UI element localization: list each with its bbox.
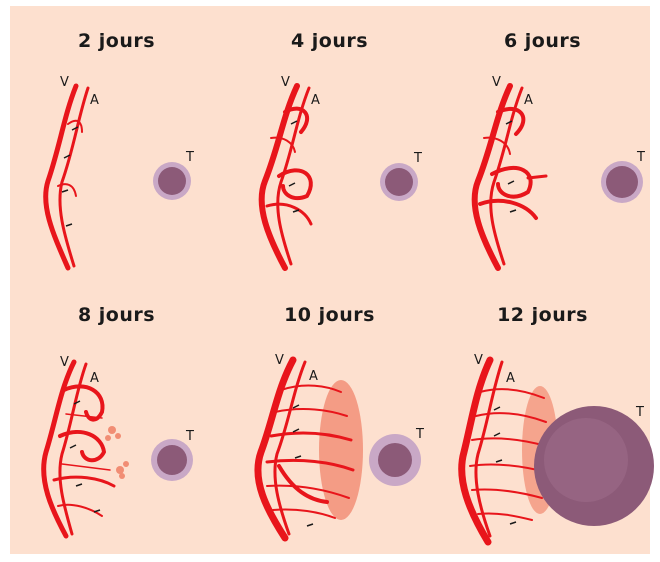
panel-4-jours: 4 jours V A T: [223, 6, 436, 280]
artery-label: A: [309, 369, 318, 384]
tumor-label: T: [415, 427, 424, 442]
tumor-label: T: [635, 405, 644, 420]
artery-label: A: [524, 93, 533, 108]
tumor-label: T: [636, 150, 645, 165]
tumor-label: T: [413, 151, 422, 166]
panel-6-jours: 6 jours V A T: [436, 6, 649, 280]
vein-label: V: [275, 353, 284, 368]
vessel-diagram: V A T: [10, 280, 223, 554]
artery-label: A: [90, 371, 99, 386]
tumor-label: T: [185, 429, 194, 444]
angiogenesis-figure: 2 jours V A T 4 jours: [10, 6, 650, 554]
panel-12-jours: 12 jours V A T: [436, 280, 649, 554]
vein-label: V: [474, 353, 483, 368]
vein-label: V: [60, 355, 69, 370]
vessel-diagram: V A T: [436, 280, 649, 554]
vessel-diagram: V A T: [10, 6, 223, 280]
artery-label: A: [311, 93, 320, 108]
vein-label: V: [60, 75, 69, 90]
vessel-diagram: V A T: [436, 6, 649, 280]
artery: [491, 88, 522, 264]
vein: [462, 360, 490, 542]
panel-8-jours: 8 jours V A T: [10, 280, 223, 554]
vein-label: V: [281, 75, 290, 90]
panel-2-jours: 2 jours V A T: [10, 6, 223, 280]
vein: [475, 86, 510, 268]
vein: [258, 360, 293, 538]
vein: [46, 86, 76, 268]
panel-10-jours: 10 jours V A T: [223, 280, 436, 554]
vessel-diagram: V A T: [223, 280, 436, 554]
tumor-label: T: [185, 150, 194, 165]
vessel-diagram: V A T: [223, 6, 436, 280]
vein-label: V: [492, 75, 501, 90]
artery-label: A: [90, 93, 99, 108]
artery-label: A: [506, 371, 515, 386]
